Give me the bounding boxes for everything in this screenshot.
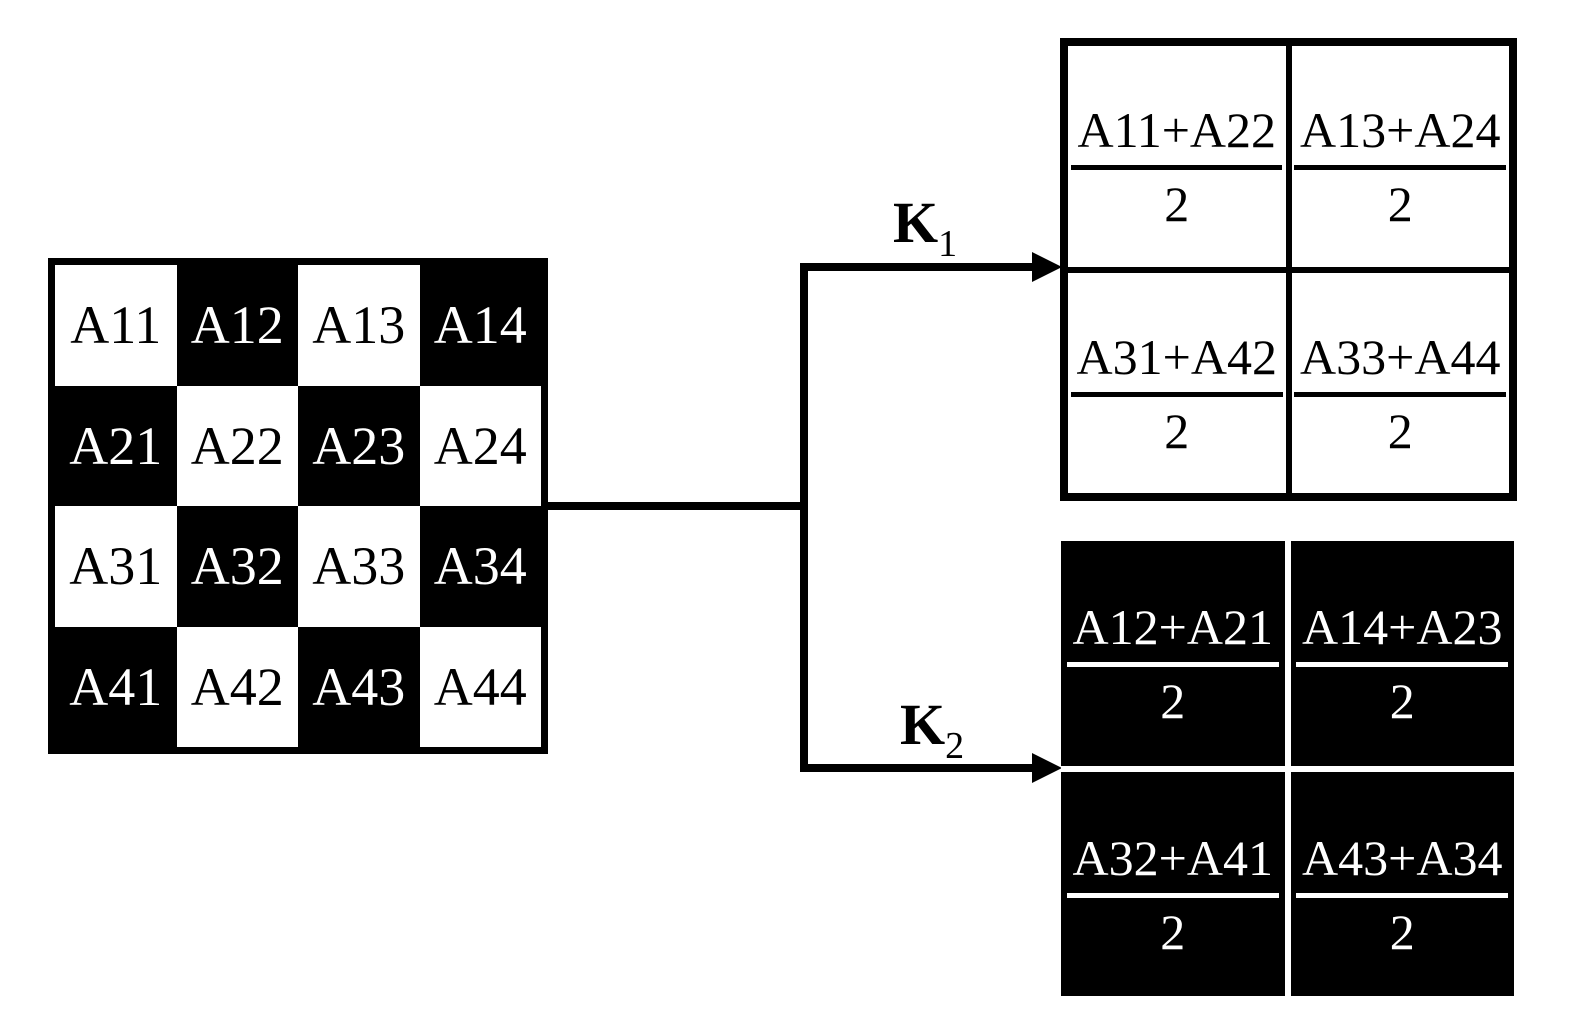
result-cell: A31+A42 2 [1068, 272, 1286, 493]
matrix-cell: A32 [176, 506, 298, 627]
fraction: A33+A44 2 [1294, 332, 1507, 459]
result-cell: A12+A21 2 [1061, 541, 1285, 766]
result-cell: A14+A23 2 [1290, 541, 1514, 766]
fraction-numerator: A43+A34 [1296, 833, 1509, 898]
matrix-cell: A23 [298, 385, 420, 506]
k2-result-matrix: A12+A21 2 A14+A23 2 A32+A41 2 A43+A34 2 [1061, 541, 1514, 996]
fraction-numerator: A12+A21 [1066, 602, 1279, 668]
result-cell: A33+A44 2 [1291, 272, 1509, 493]
result-cell: A13+A24 2 [1291, 46, 1509, 267]
fraction-denominator: 2 [1160, 903, 1186, 960]
fraction-denominator: 2 [1389, 903, 1415, 960]
fraction: A12+A21 2 [1066, 602, 1279, 730]
k1-label: K1 [893, 194, 958, 265]
k2-arrow-shaft [800, 764, 1034, 772]
k1-symbol: K [893, 190, 939, 255]
fraction-numerator: A13+A24 [1294, 105, 1507, 171]
fraction-denominator: 2 [1164, 402, 1190, 459]
fraction-denominator: 2 [1164, 176, 1190, 233]
result-cell: A43+A34 2 [1290, 771, 1514, 996]
matrix-cell: A34 [419, 506, 541, 627]
k2-label: K2 [900, 696, 965, 767]
fraction: A43+A34 2 [1296, 833, 1509, 960]
k1-subscript: 1 [938, 223, 958, 265]
result-cell: A32+A41 2 [1061, 771, 1285, 996]
matrix-cell: A13 [298, 265, 420, 386]
fraction-numerator: A11+A22 [1071, 105, 1283, 171]
matrix-cell: A21 [55, 385, 177, 506]
fraction-denominator: 2 [1387, 176, 1413, 233]
fraction-numerator: A14+A23 [1296, 602, 1509, 668]
fraction: A32+A41 2 [1066, 833, 1279, 960]
k1-arrow-shaft [800, 263, 1034, 271]
branch-vertical-line [800, 263, 808, 772]
fraction: A11+A22 2 [1071, 105, 1283, 233]
matrix-cell: A31 [55, 506, 177, 627]
matrix-cell: A22 [176, 385, 298, 506]
fraction-denominator: 2 [1160, 673, 1186, 730]
connector-line [547, 502, 807, 510]
matrix-cell: A14 [419, 265, 541, 386]
fraction: A14+A23 2 [1296, 602, 1509, 730]
fraction: A31+A42 2 [1070, 332, 1283, 459]
matrix-cell: A42 [176, 626, 298, 747]
k2-subscript: 2 [945, 725, 965, 767]
k2-symbol: K [900, 692, 946, 757]
matrix-cell: A41 [55, 626, 177, 747]
matrix-cell: A12 [176, 265, 298, 386]
fraction-denominator: 2 [1387, 402, 1413, 459]
fraction-numerator: A32+A41 [1066, 833, 1279, 898]
fraction-numerator: A33+A44 [1294, 332, 1507, 397]
fraction-numerator: A31+A42 [1070, 332, 1283, 397]
matrix-cell: A24 [419, 385, 541, 506]
k2-arrowhead-icon [1032, 753, 1062, 783]
matrix-cell: A11 [55, 265, 177, 386]
result-cell: A11+A22 2 [1068, 46, 1286, 267]
input-matrix: A11 A12 A13 A14 A21 A22 A23 A24 A31 A32 … [48, 258, 548, 754]
k1-arrowhead-icon [1032, 252, 1062, 282]
matrix-cell: A44 [419, 626, 541, 747]
matrix-cell: A43 [298, 626, 420, 747]
k1-result-matrix: A11+A22 2 A13+A24 2 A31+A42 2 A33+A44 2 [1060, 38, 1517, 501]
fraction: A13+A24 2 [1294, 105, 1507, 233]
fraction-denominator: 2 [1389, 673, 1415, 730]
matrix-cell: A33 [298, 506, 420, 627]
